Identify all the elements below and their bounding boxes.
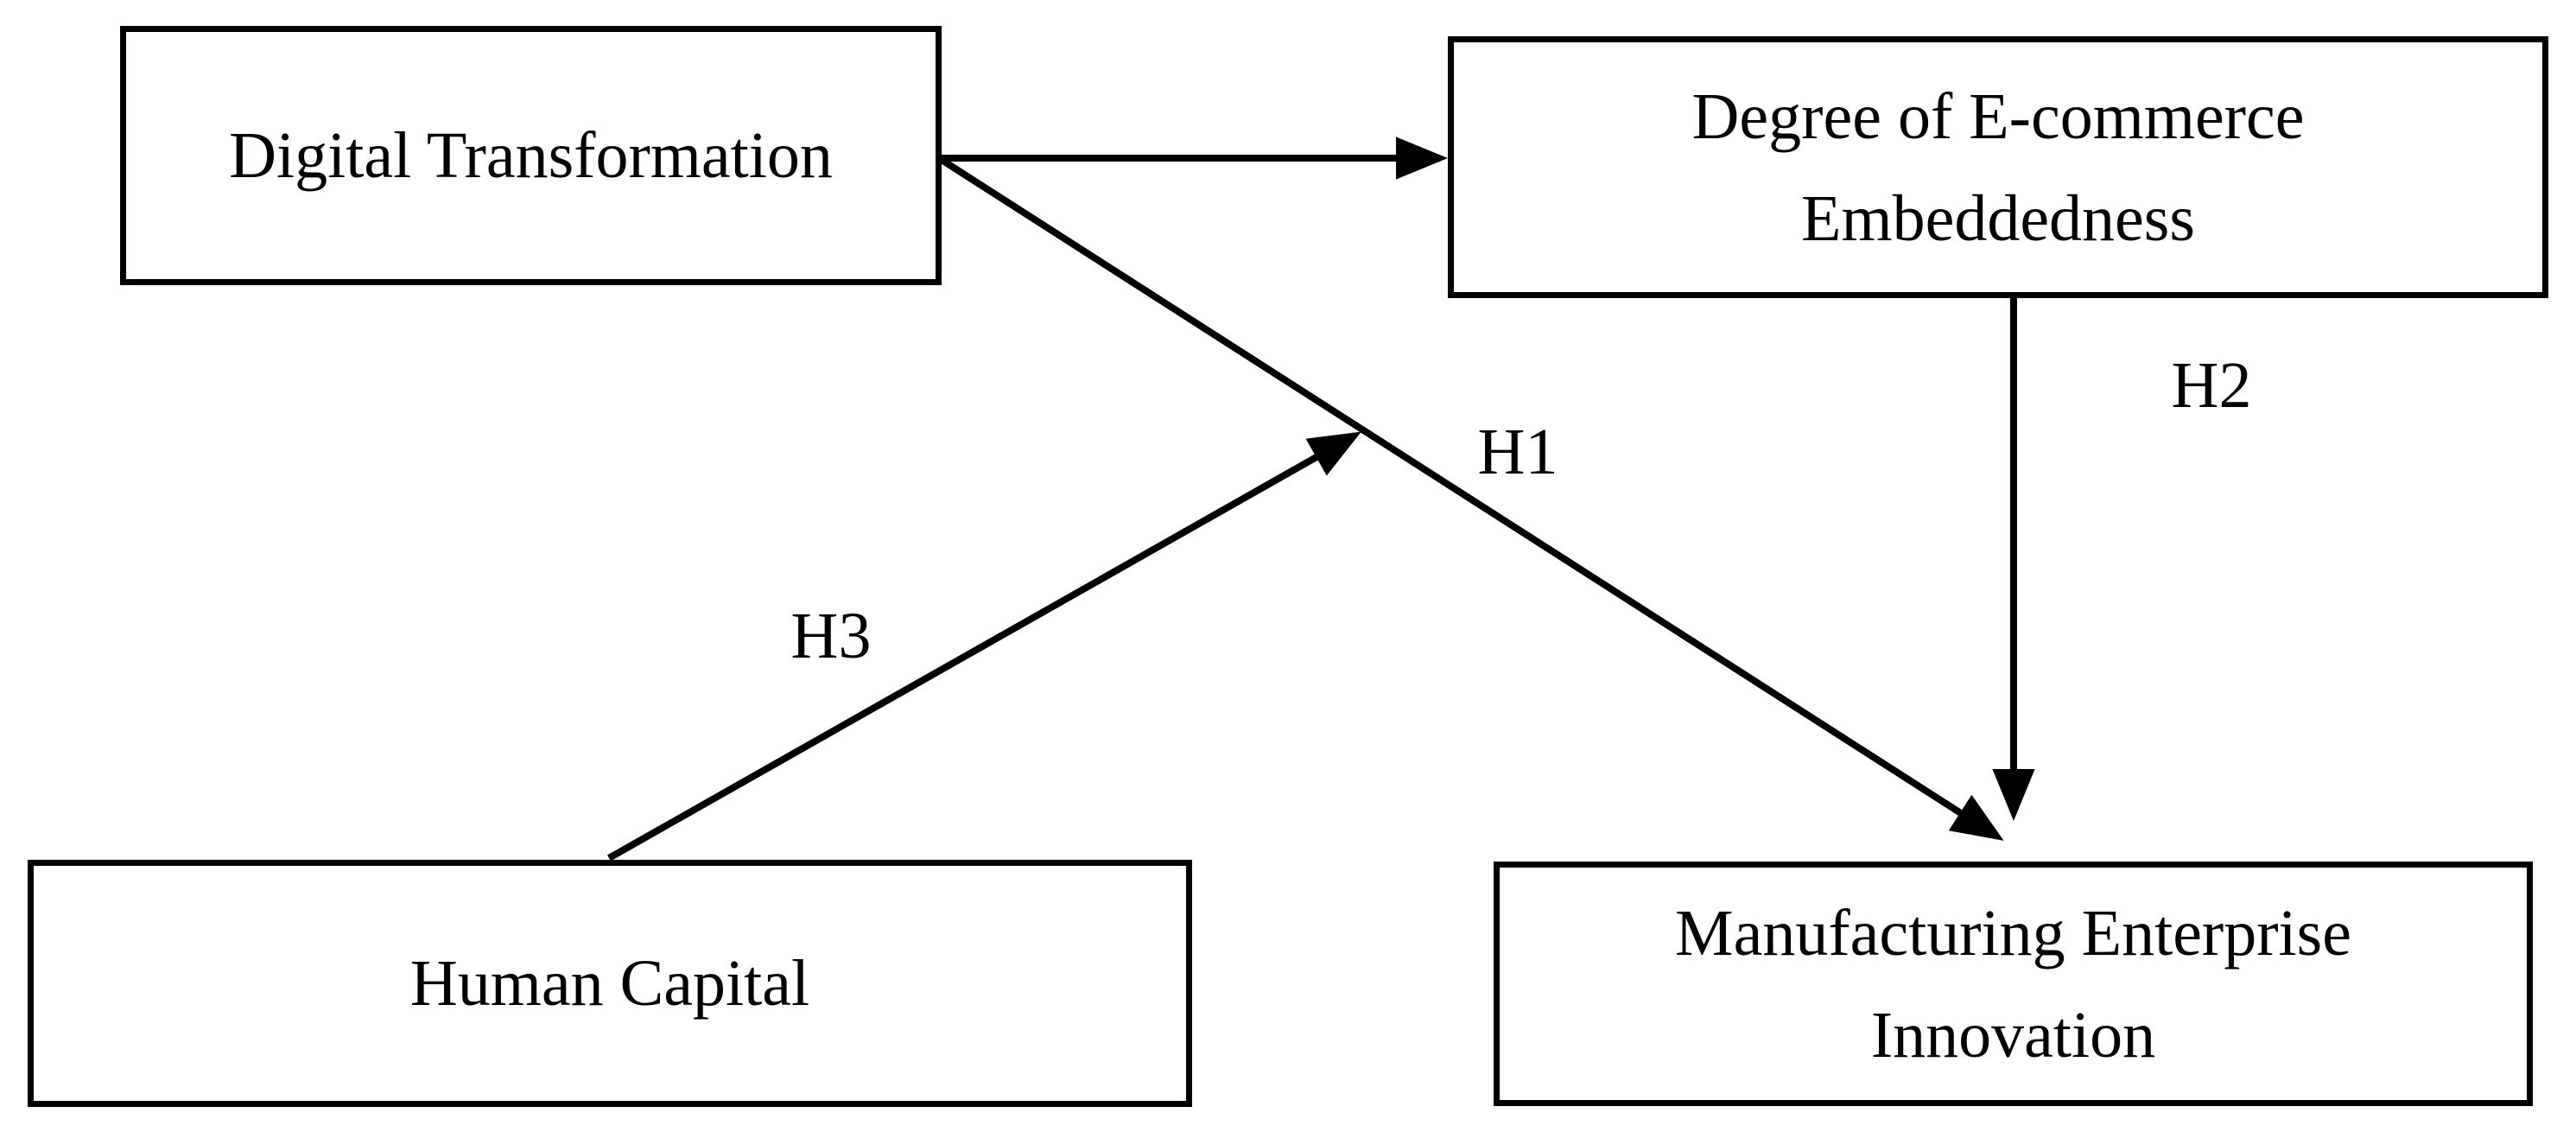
arrow-h3-human-to-h1-path <box>607 431 1361 862</box>
box-human-capital-label: Human Capital <box>409 947 810 1020</box>
box-manufacturing-innovation-label: Manufacturing Enterprise Innovation <box>1675 882 2351 1086</box>
hypothesis-label-h3: H3 <box>790 600 872 672</box>
arrow-h1-dt-to-innovation <box>939 156 2004 841</box>
box-manufacturing-innovation: Manufacturing Enterprise Innovation <box>1494 862 2533 1106</box>
box-manufacturing-innovation-line2: Innovation <box>1870 998 2156 1072</box>
box-ecommerce-embeddedness-line1: Degree of E-commerce <box>1691 79 2305 153</box>
box-ecommerce-embeddedness: Degree of E-commerce Embeddedness <box>1448 36 2548 298</box>
box-digital-transformation: Digital Transformation <box>120 26 942 285</box>
hypothesis-label-h2: H2 <box>2171 349 2252 422</box>
box-manufacturing-innovation-line1: Manufacturing Enterprise <box>1675 896 2351 970</box>
box-digital-transformation-label: Digital Transformation <box>229 119 833 192</box>
hypothesis-label-h1: H1 <box>1477 416 1558 488</box>
box-ecommerce-embeddedness-line2: Embeddedness <box>1801 181 2195 255</box>
box-ecommerce-embeddedness-label: Degree of E-commerce Embeddedness <box>1692 66 2305 270</box>
box-human-capital: Human Capital <box>28 860 1192 1107</box>
